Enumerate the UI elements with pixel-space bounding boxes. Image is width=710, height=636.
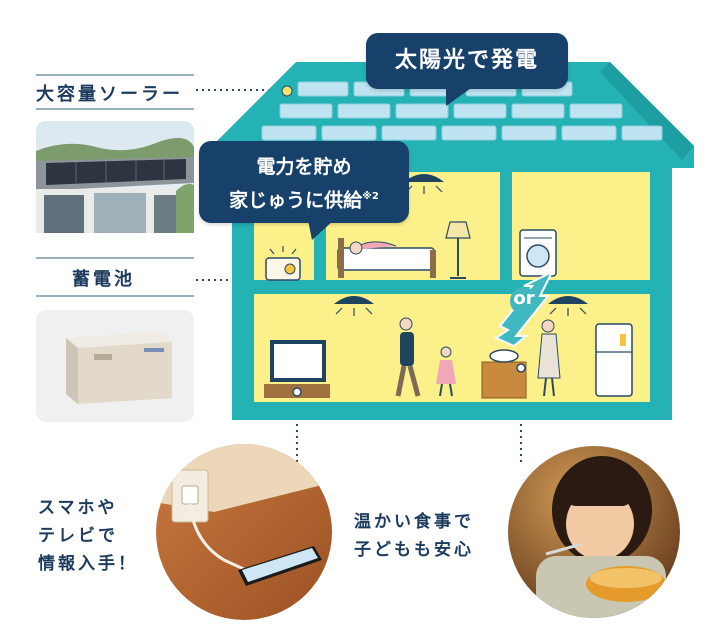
battery-photo	[36, 310, 194, 422]
storage-line2-text: 家じゅうに供給	[229, 189, 363, 212]
divider	[36, 74, 194, 76]
food-caption-line2: 子どもも安心	[354, 540, 474, 560]
phone-caption-line1: スマホや	[38, 498, 118, 518]
divider	[36, 108, 194, 110]
storage-line1: 電力を貯め	[256, 156, 352, 178]
phone-caption-line2: テレビで	[38, 526, 118, 546]
bubble-tail	[308, 220, 334, 240]
food-caption: 温かい食事で 子どもも安心	[354, 508, 474, 564]
storage-bubble: 電力を貯め 家じゅうに供給※2	[199, 141, 409, 223]
phone-caption: スマホや テレビで 情報入手！	[38, 494, 138, 578]
footnote-mark: ※2	[362, 191, 379, 202]
phone-charging-photo	[156, 444, 332, 620]
bubble-tail	[446, 86, 474, 106]
solar-roof-photo	[36, 121, 194, 233]
storage-line2: 家じゅうに供給※2	[199, 182, 409, 215]
solar-power-text: 太陽光で発電	[394, 48, 539, 73]
divider	[36, 295, 194, 297]
battery-label: 蓄電池	[72, 269, 135, 290]
food-caption-line1: 温かい食事で	[354, 512, 474, 532]
or-badge: or	[513, 288, 535, 309]
solar-label: 大容量ソーラー	[36, 84, 183, 105]
child-eating-photo	[508, 446, 680, 618]
divider	[36, 257, 194, 259]
solar-power-bubble: 太陽光で発電	[366, 33, 568, 89]
phone-caption-line3: 情報入手！	[38, 554, 138, 574]
